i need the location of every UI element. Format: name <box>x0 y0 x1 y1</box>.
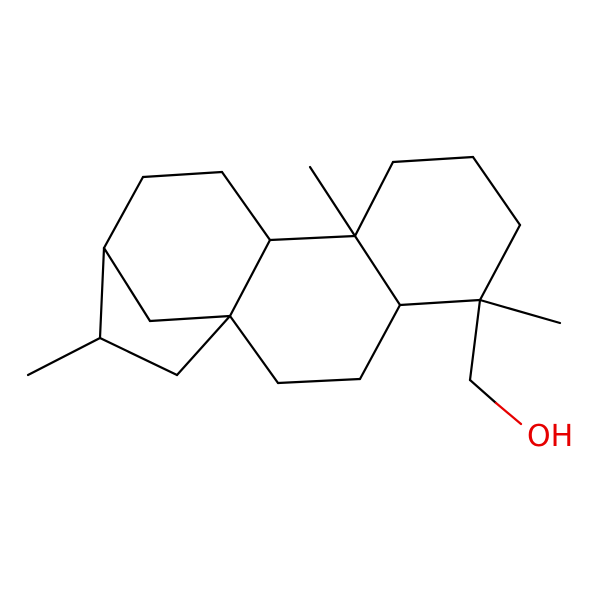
bond <box>228 314 280 385</box>
bond <box>308 165 357 238</box>
bond <box>175 314 232 377</box>
bond <box>228 238 272 318</box>
bond <box>141 170 224 179</box>
bond <box>478 223 522 302</box>
bond <box>353 234 402 307</box>
bond <box>220 170 272 242</box>
bond <box>398 298 482 307</box>
bond <box>478 298 562 325</box>
bond <box>98 336 179 377</box>
bond <box>276 377 362 385</box>
bond <box>391 155 475 164</box>
bond <box>494 401 523 426</box>
bond <box>353 160 395 238</box>
bond <box>26 336 102 377</box>
bond <box>468 378 498 405</box>
bond <box>358 303 402 381</box>
bond <box>98 246 106 340</box>
bond <box>102 246 152 323</box>
bond-lines <box>26 155 562 426</box>
bond <box>471 155 522 227</box>
bond <box>468 298 482 382</box>
bond <box>102 175 145 250</box>
hydroxyl-label: OH <box>527 419 573 454</box>
bond <box>268 234 357 242</box>
bond <box>148 314 232 323</box>
